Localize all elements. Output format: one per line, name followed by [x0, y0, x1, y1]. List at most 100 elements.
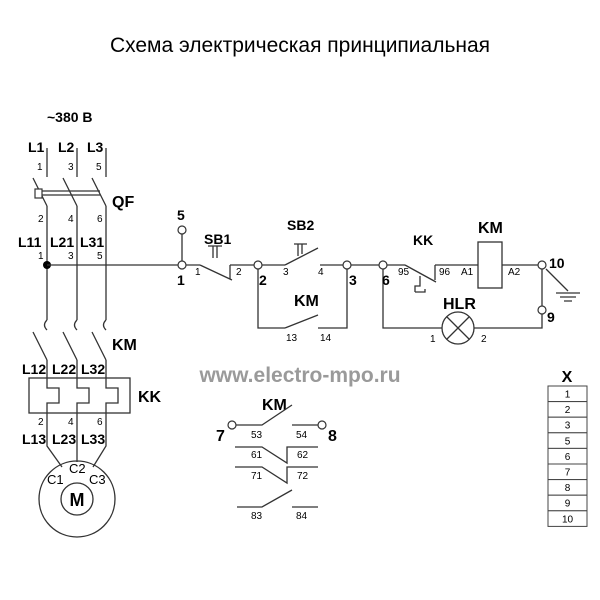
phase-label: L2 [58, 139, 75, 155]
wire-label: L23 [52, 431, 76, 447]
terminal-9 [537, 305, 547, 315]
kk-label: KK [138, 389, 162, 406]
wire-label: L12 [22, 361, 46, 377]
terminal-label: 5 [177, 207, 185, 223]
wire-label: L22 [52, 361, 76, 377]
terminal-7 [227, 420, 237, 430]
sb2-start-button [284, 243, 319, 266]
wire-label: L13 [22, 431, 46, 447]
winding-label: C3 [89, 472, 106, 487]
ground-icon [556, 292, 580, 302]
pin-label: 4 [68, 417, 74, 428]
winding-label: C2 [69, 461, 86, 476]
wire-label: L11 [18, 234, 42, 250]
pin-label: 3 [283, 267, 289, 278]
pin-label: 83 [251, 511, 263, 522]
km-coil [477, 241, 503, 289]
terminal-label: 3 [349, 272, 357, 288]
terminal-label: 8 [328, 428, 337, 445]
terminal-block-label: X [562, 369, 573, 386]
km-hold-label: KM [294, 293, 319, 310]
pin-label: 72 [297, 471, 309, 482]
power-circuit: ~380 В L1 L2 L3 1 3 5 QF 2 4 6 L11 L21 L… [18, 109, 162, 538]
page-title: Схема электрическая принципиальная [110, 34, 490, 57]
wire-label: L31 [80, 234, 104, 250]
qf-breaker [32, 177, 107, 207]
km-hold-contact [284, 314, 319, 329]
terminal-3 [342, 260, 352, 270]
terminal-8 [317, 420, 327, 430]
terminal-label: 1 [177, 272, 185, 288]
pin-label: 6 [97, 214, 103, 225]
pin-label: 13 [286, 333, 298, 344]
pin-label: 54 [296, 430, 308, 441]
voltage-label: ~380 В [47, 109, 93, 125]
pin-label: 62 [297, 450, 309, 461]
pin-label: 96 [439, 267, 451, 278]
pin-label: 4 [68, 214, 74, 225]
pin-label: 71 [251, 471, 263, 482]
terminal-1 [177, 260, 187, 270]
kk-thermal-relay [28, 377, 131, 414]
km-aux-contacts: KM 7 8 53 54 61 62 71 72 83 84 [216, 397, 337, 522]
terminal-block-row-label: 10 [562, 514, 574, 525]
pin-label: 2 [38, 417, 44, 428]
terminal-block-row-label: 9 [565, 499, 571, 510]
sb1-label: SB1 [204, 231, 231, 247]
terminal-block-row-label: 1 [565, 390, 571, 401]
pin-label: 5 [96, 162, 102, 173]
pin-label: 6 [97, 417, 103, 428]
pin-label: 53 [251, 430, 263, 441]
terminal-label: 9 [547, 309, 555, 325]
sb1-stop-button [199, 245, 233, 281]
terminal-10 [537, 260, 547, 270]
wires [47, 234, 569, 329]
terminal-2 [253, 260, 263, 270]
terminal-block-row-label: 2 [565, 405, 571, 416]
aux-label: KM [262, 397, 287, 414]
wire-label: L21 [50, 234, 74, 250]
kk-contact-label: KK [413, 232, 433, 248]
pin-label: A1 [461, 267, 474, 278]
qf-label: QF [112, 194, 134, 211]
terminal-block-row-label: 5 [565, 436, 571, 447]
wire-label: L32 [81, 361, 105, 377]
pin-label: 2 [236, 267, 242, 278]
winding-label: C1 [47, 472, 64, 487]
pin-label: 95 [398, 267, 410, 278]
terminal-label: 7 [216, 428, 225, 445]
watermark: www.electro-mpo.ru [198, 364, 400, 387]
pin-label: 1 [38, 251, 44, 262]
km-main-contacts [32, 319, 107, 378]
motor-label: M [70, 490, 85, 510]
control-circuit: 5 1 2 3 6 10 9 SB1 1 2 SB2 3 4 KM 13 14 … [47, 207, 580, 345]
phase-label: L1 [28, 139, 45, 155]
wire-label: L33 [81, 431, 105, 447]
phase-wires [46, 148, 107, 177]
aux-contact-lines [235, 404, 318, 508]
terminal-block-row-label: 6 [565, 452, 571, 463]
pin-label: 1 [37, 162, 43, 173]
coil-label: KM [478, 220, 503, 237]
pin-label: 84 [296, 511, 308, 522]
pin-label: 2 [481, 334, 487, 345]
pin-label: 2 [38, 214, 44, 225]
pin-label: 61 [251, 450, 263, 461]
terminal-label: 6 [382, 272, 390, 288]
km-label: KM [112, 337, 137, 354]
motor-leads [46, 413, 107, 468]
pin-label: 3 [68, 162, 74, 173]
terminal-label: 2 [259, 272, 267, 288]
motor: M C1 C2 C3 [38, 460, 116, 538]
terminal-label: 10 [549, 255, 565, 271]
terminal-block-row-label: 8 [565, 483, 571, 494]
pin-label: A2 [508, 267, 521, 278]
terminal-block-row-label: 7 [565, 468, 571, 479]
hlr-lamp-icon [441, 311, 475, 345]
pin-label: 14 [320, 333, 332, 344]
terminal-block-row [547, 510, 588, 527]
phase-label: L3 [87, 139, 104, 155]
pin-label: 1 [430, 334, 436, 345]
